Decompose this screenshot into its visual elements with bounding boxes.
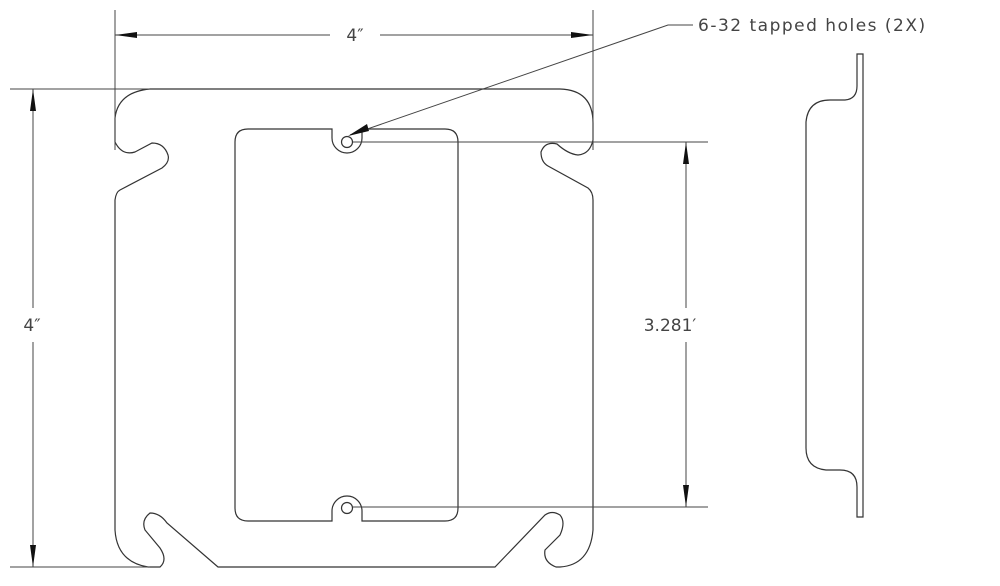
leader-line [349, 24, 693, 136]
hole-spacing-label: 3.281′ [644, 316, 697, 336]
arrowhead [348, 124, 369, 136]
arrowhead [30, 89, 36, 111]
plate-outline [114, 88, 594, 568]
arrowhead [683, 485, 689, 507]
arrowhead [683, 142, 689, 164]
side-profile [805, 53, 864, 518]
arrowhead [571, 32, 593, 38]
arrowhead [30, 545, 36, 567]
leader-note: 6-32 tapped holes (2X) [698, 16, 927, 36]
window-cutout [234, 128, 459, 522]
tapped-hole-top [340, 135, 354, 149]
height-dimension-label: 4″ [23, 316, 40, 336]
arrowhead [115, 32, 137, 38]
width-dimension-label: 4″ [346, 26, 363, 46]
tapped-hole-bottom [340, 501, 354, 515]
